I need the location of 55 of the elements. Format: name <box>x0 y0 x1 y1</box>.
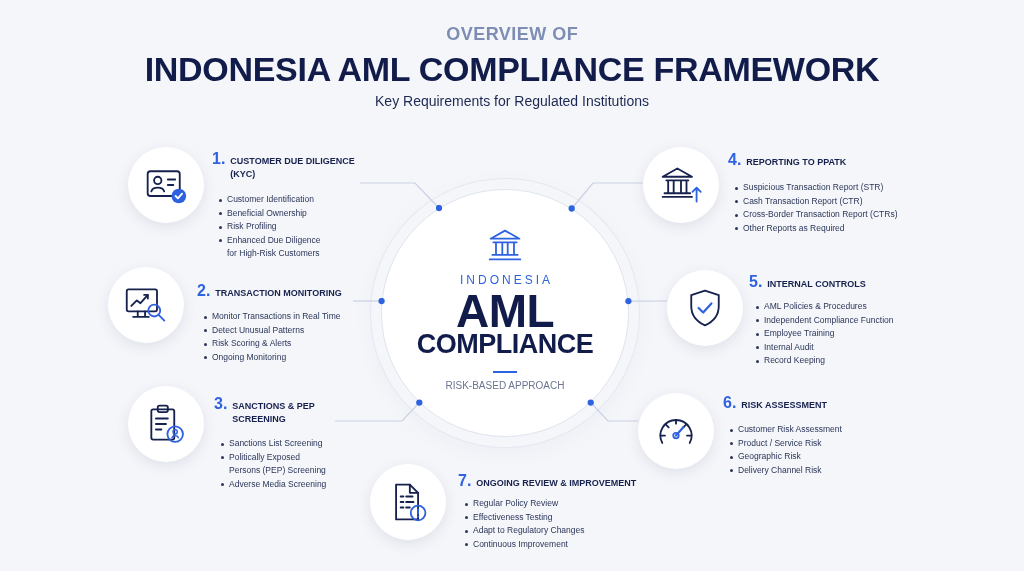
list-item: Independent Compliance Function <box>764 313 894 327</box>
list-item: Adapt to Regulatory Changes <box>473 524 585 537</box>
section-heading: RISK ASSESSMENT <box>741 399 828 412</box>
list-item: Risk Profiling <box>227 220 277 233</box>
section-heading: REPORTING TO PPATK <box>746 156 847 169</box>
list-item: Cross-Border Transaction Report (CTRs) <box>743 208 898 221</box>
step-number: 4. <box>728 152 742 168</box>
region-label: INDONESIA <box>459 272 553 288</box>
page-subtitle: Key Requirements for Regulated Institutions <box>375 92 649 110</box>
page-title: INDONESIA AML COMPLIANCE FRAMEWORK <box>144 49 880 89</box>
connector-line <box>334 399 423 422</box>
list-item: Suspicious Transaction Report (STR) <box>743 181 884 194</box>
list-item: AML Policies & Procedures <box>764 300 867 313</box>
step-number: 7. <box>458 473 472 489</box>
step-number: 6. <box>723 395 737 411</box>
list-item: Regular Policy Review <box>473 497 559 510</box>
list-item: Adverse Media Screening <box>229 477 327 491</box>
list-item: Customer Identification <box>227 193 314 206</box>
section-heading: TRANSACTION MONITORING <box>215 287 342 300</box>
connector-line <box>568 182 644 212</box>
list-item: Detect Unusual Patterns <box>212 323 305 337</box>
section-heading: INTERNAL CONTROLS <box>767 278 866 291</box>
list-item: Politically Exposed Persons (PEP) Screening <box>229 450 327 477</box>
step-number: 5. <box>749 274 763 290</box>
list-item: Monitor Transactions in Real Time <box>212 310 341 323</box>
connector-line <box>359 182 443 212</box>
center-caption: RISK-BASED APPROACH <box>445 380 565 392</box>
list-item: Customer Risk Assessment <box>738 423 842 436</box>
section-heading: CUSTOMER DUE DILIGENCE (KYC) <box>230 155 356 181</box>
list-item: Internal Audit <box>764 340 814 354</box>
section-heading: SANCTIONS & PEP SCREENING <box>232 400 316 426</box>
section-heading: ONGOING REVIEW & IMPROVEMENT <box>476 477 637 490</box>
step-number: 3. <box>214 396 228 412</box>
list-item: Record Keeping <box>764 354 825 367</box>
step-number: 2. <box>197 283 211 299</box>
center-title: AML <box>455 291 555 331</box>
step-number: 1. <box>212 151 226 167</box>
list-item: Product / Service Risk <box>738 436 822 450</box>
list-item: Sanctions List Screening <box>229 437 323 450</box>
list-item: Delivery Channel Risk <box>738 463 822 477</box>
connector-line <box>587 399 639 422</box>
list-item: Continuous Improvement <box>473 537 568 551</box>
list-item: Cash Transaction Report (CTR) <box>743 194 863 208</box>
list-item: Employee Training <box>764 327 835 340</box>
list-item: Other Reports as Required <box>743 221 845 235</box>
list-item: Ongoing Monitoring <box>212 350 287 364</box>
list-item: Effectiveness Testing <box>473 510 553 524</box>
list-item: Enhanced Due Diligence for High-Risk Customers <box>227 233 322 260</box>
list-item: Geographic Risk <box>738 450 801 463</box>
list-item: Beneficial Ownership <box>227 206 307 220</box>
list-item: Risk Scoring & Alerts <box>212 337 292 350</box>
title-kicker: OVERVIEW OF <box>445 23 579 45</box>
connector-line <box>625 297 668 305</box>
connector-line <box>352 297 385 305</box>
center-title: COMPLIANCE <box>416 330 594 358</box>
